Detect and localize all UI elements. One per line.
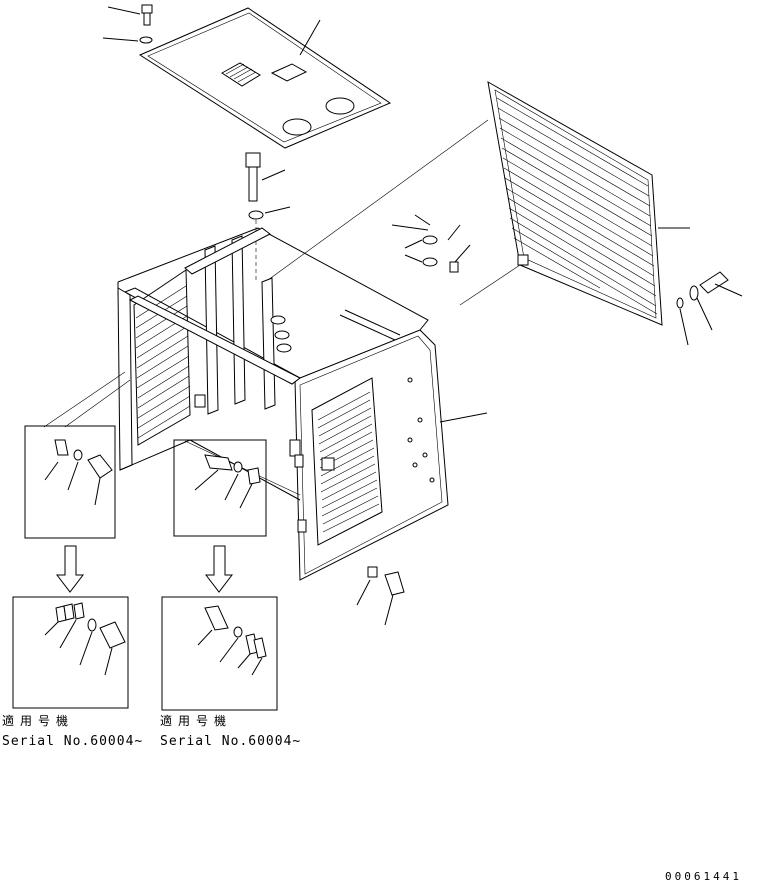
detail-box-3 <box>12 596 129 709</box>
radiator-grille <box>487 81 690 326</box>
long-bolt <box>245 152 286 202</box>
detail-box-1 <box>24 371 131 539</box>
side-door-grille <box>311 377 383 546</box>
drawing-number: 00061441 <box>665 870 742 882</box>
cover-leader <box>299 19 321 56</box>
arrow-down-1 <box>55 545 85 593</box>
long-bolt-washer <box>248 206 291 220</box>
mid-washers <box>391 214 471 273</box>
detail-box-2 <box>173 439 301 537</box>
applicability-label-right: 適用号機 <box>160 713 232 728</box>
cover-vent-grille <box>221 62 261 87</box>
serial-number-left: Serial No.60004~ <box>2 734 143 749</box>
serial-number-right: Serial No.60004~ <box>160 734 301 749</box>
applicability-label-left: 適用号機 <box>2 713 74 728</box>
detail-box-4 <box>161 596 278 711</box>
frame-assembly <box>117 227 488 581</box>
radiator-bolt <box>699 271 743 297</box>
top-washer <box>102 36 153 44</box>
radiator-guide-line-2 <box>459 264 521 306</box>
frame-bottom-bolt <box>356 566 405 626</box>
arrow-down-2 <box>204 545 234 593</box>
top-bolt <box>107 4 153 26</box>
radiator-washers <box>676 285 713 346</box>
radiator-guide-line <box>267 119 489 281</box>
top-cover-plate <box>138 7 392 149</box>
